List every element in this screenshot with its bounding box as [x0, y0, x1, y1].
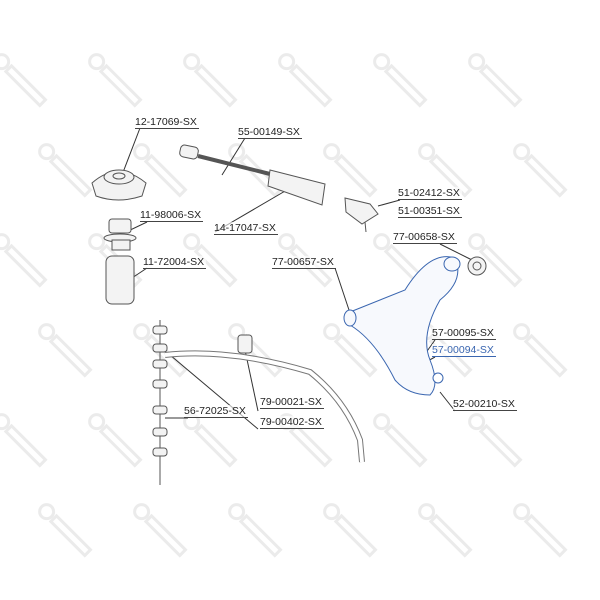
watermark-logo: [418, 143, 473, 198]
watermark-logo: [183, 53, 238, 108]
watermark-logo: [0, 53, 48, 108]
part-label-79-00402[interactable]: 79-00402-SX: [260, 416, 324, 429]
watermark-logo: [323, 503, 378, 558]
watermark-logo: [38, 143, 93, 198]
part-label-56-72025[interactable]: 56-72025-SX: [184, 405, 248, 418]
watermark-logo: [513, 143, 568, 198]
watermark-logo: [133, 503, 188, 558]
watermark-logo: [278, 53, 333, 108]
part-label-55-00149[interactable]: 55-00149-SX: [238, 126, 302, 139]
watermark-logo: [183, 233, 238, 288]
tie-rod-end-part: [344, 197, 379, 233]
stabilizer-bar-part: [164, 334, 365, 463]
control-arm-part: [343, 256, 461, 396]
watermark-logo: [468, 413, 523, 468]
watermark-logo: [0, 413, 48, 468]
watermark-logo: [88, 53, 143, 108]
watermark-logo: [373, 413, 428, 468]
part-label-79-00021[interactable]: 79-00021-SX: [260, 396, 324, 409]
bump-stop-part: [103, 218, 137, 305]
part-label-52-00210[interactable]: 52-00210-SX: [453, 398, 517, 411]
part-label-57-00094-highlighted[interactable]: 57-00094-SX: [432, 344, 496, 357]
watermark-logo: [0, 233, 48, 288]
watermark-logo: [228, 503, 283, 558]
tie-rod-part: [179, 144, 326, 206]
watermark-logo: [513, 323, 568, 378]
part-label-12-17069[interactable]: 12-17069-SX: [135, 116, 199, 129]
part-label-11-72004[interactable]: 11-72004-SX: [143, 256, 207, 269]
part-label-77-00658[interactable]: 77-00658-SX: [393, 231, 457, 244]
part-label-51-02412[interactable]: 51-02412-SX: [398, 187, 462, 200]
part-label-11-98006[interactable]: 11-98006-SX: [140, 209, 204, 222]
part-label-51-00351[interactable]: 51-00351-SX: [398, 205, 462, 218]
watermark-logo: [88, 413, 143, 468]
watermark-logo: [38, 503, 93, 558]
watermark-logo: [323, 143, 378, 198]
watermark-logo: [323, 323, 378, 378]
watermark-logo: [38, 323, 93, 378]
watermark-logo: [513, 503, 568, 558]
stabilizer-link-part: [152, 320, 168, 485]
part-label-14-17047[interactable]: 14-17047-SX: [214, 222, 278, 235]
watermark-logo: [373, 53, 428, 108]
watermark-logo: [468, 233, 523, 288]
part-label-77-00657[interactable]: 77-00657-SX: [272, 256, 336, 269]
watermark-logo: [133, 143, 188, 198]
watermark-logo: [468, 53, 523, 108]
bushing-part: [467, 256, 487, 276]
watermark-logo: [418, 503, 473, 558]
part-label-57-00095[interactable]: 57-00095-SX: [432, 327, 496, 340]
strut-mount-part: [91, 169, 147, 201]
